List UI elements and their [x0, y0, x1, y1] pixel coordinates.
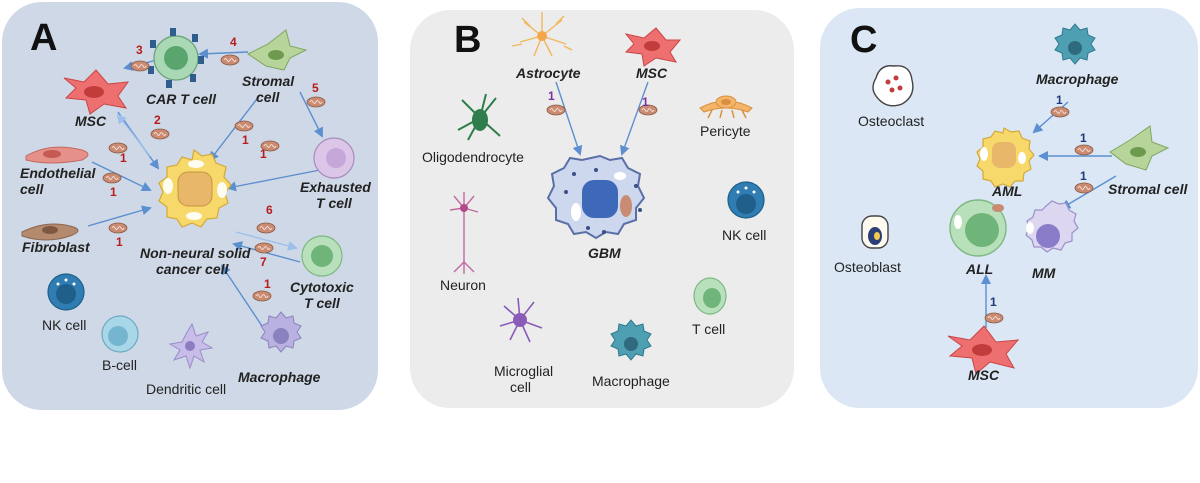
- panel-b-letter: B: [454, 19, 481, 61]
- osteoblast-cell: [861, 215, 889, 249]
- num-stromal-mm-c: 1: [1080, 169, 1087, 183]
- t-cell-label-b: T cell: [692, 321, 725, 337]
- astrocyte-label: Astrocyte: [515, 65, 581, 81]
- macrophage-label-a: Macrophage: [238, 369, 321, 385]
- stromal-label-c: Stromal cell: [1108, 181, 1188, 197]
- num-mac: 1: [264, 277, 271, 291]
- num-exh-center: 1: [260, 147, 267, 161]
- exhausted-label-2: T cell: [316, 195, 353, 211]
- num-fib: 1: [116, 235, 123, 249]
- neuron-cell: [449, 192, 479, 274]
- non-neural-cancer-cell: [158, 148, 232, 228]
- macrophage-cell-b: [610, 319, 652, 361]
- dendritic-label: Dendritic cell: [146, 381, 226, 397]
- microglial-cell: [499, 297, 543, 343]
- oligodendrocyte-label: Oligodendrocyte: [422, 149, 524, 165]
- oligodendrocyte-cell: [457, 93, 501, 141]
- car-t-cell: [148, 28, 204, 88]
- macrophage-label-c: Macrophage: [1036, 71, 1119, 87]
- stromal-cell: [247, 29, 308, 71]
- pericyte-label: Pericyte: [700, 123, 751, 139]
- car-t-label: CAR T cell: [146, 91, 217, 107]
- msc-cell: [63, 69, 130, 115]
- panel-a-letter: A: [30, 17, 57, 59]
- astrocyte-cell: [511, 12, 573, 57]
- pericyte-cell: [699, 95, 753, 119]
- cytotoxic-label-1: Cytotoxic: [290, 279, 354, 295]
- msc-cell-b: [624, 27, 682, 67]
- num-stromal-aml-c: 1: [1080, 131, 1087, 145]
- num-msc-b: 1: [642, 95, 649, 109]
- microglial-label-1: Microglial: [494, 363, 553, 379]
- num-stromal-car: 4: [230, 35, 237, 49]
- nk-label: NK cell: [42, 317, 86, 333]
- num-endo-2: 1: [110, 185, 117, 199]
- exhausted-t-cell: [313, 137, 355, 179]
- gbm-cell: [546, 154, 646, 240]
- panel-c: C Osteoclast Macrophage AML: [820, 8, 1198, 408]
- num-stromal-center: 1: [242, 133, 249, 147]
- msc-label: MSC: [75, 113, 107, 129]
- num-stromal-exh: 5: [312, 81, 319, 95]
- macrophage-cell-a: [260, 311, 302, 353]
- panel-a-arrows: [87, 48, 323, 327]
- num-cyto-6: 6: [266, 203, 273, 217]
- nk-cell: [47, 273, 85, 311]
- msc-label-b: MSC: [636, 65, 668, 81]
- aml-cell: [976, 127, 1035, 188]
- osteoclast-label: Osteoclast: [858, 113, 924, 129]
- num-mac-c: 1: [1056, 93, 1063, 107]
- osteoclast-cell: [872, 65, 914, 107]
- neuron-label: Neuron: [440, 277, 486, 293]
- panel-b: B Astrocyte MSC Oligodendrocyte: [410, 10, 794, 408]
- aml-label: AML: [991, 183, 1022, 199]
- microglial-label-2: cell: [510, 379, 531, 395]
- mm-label: MM: [1032, 265, 1056, 281]
- stromal-label-2: cell: [256, 89, 280, 105]
- all-label: ALL: [965, 261, 993, 277]
- mm-cell: [1025, 200, 1079, 253]
- center-label-2: cancer cell: [156, 261, 229, 277]
- nk-label-b: NK cell: [722, 227, 766, 243]
- endothelial-label-2: cell: [20, 181, 44, 197]
- all-cell: [949, 199, 1007, 257]
- cytotoxic-label-2: T cell: [304, 295, 341, 311]
- num-endo-1: 1: [120, 151, 127, 165]
- macrophage-cell-c: [1054, 23, 1096, 65]
- num-astro-b: 1: [548, 89, 555, 103]
- num-cyto-7: 7: [260, 255, 267, 269]
- num-msc-center: 2: [154, 113, 161, 127]
- panel-a: A MSC: [2, 2, 378, 410]
- msc-cell-c: [947, 325, 1020, 375]
- b-cell: [101, 315, 139, 353]
- endothelial-label-1: Endothelial: [20, 165, 97, 181]
- fibroblast-cell: [21, 223, 79, 241]
- panel-c-letter: C: [850, 19, 877, 61]
- panel-b-arrows: [555, 81, 649, 156]
- cytotoxic-t-cell: [301, 235, 343, 277]
- fibroblast-label: Fibroblast: [22, 239, 91, 255]
- center-label-1: Non-neural solid: [140, 245, 251, 261]
- nk-cell-b: [727, 181, 765, 219]
- stromal-label-1: Stromal: [242, 73, 295, 89]
- num-msc-c: 1: [990, 295, 997, 309]
- t-cell-b: [693, 277, 727, 315]
- macrophage-label-b: Macrophage: [592, 373, 670, 389]
- num-car-msc: 3: [136, 43, 143, 57]
- exhausted-label-1: Exhausted: [300, 179, 371, 195]
- b-cell-label: B-cell: [102, 357, 137, 373]
- msc-label-c: MSC: [968, 367, 1000, 383]
- osteoblast-label: Osteoblast: [834, 259, 901, 275]
- endothelial-cell: [25, 146, 89, 164]
- gbm-label: GBM: [588, 245, 621, 261]
- dendritic-cell: [168, 322, 214, 370]
- stromal-cell-c: [1109, 125, 1170, 171]
